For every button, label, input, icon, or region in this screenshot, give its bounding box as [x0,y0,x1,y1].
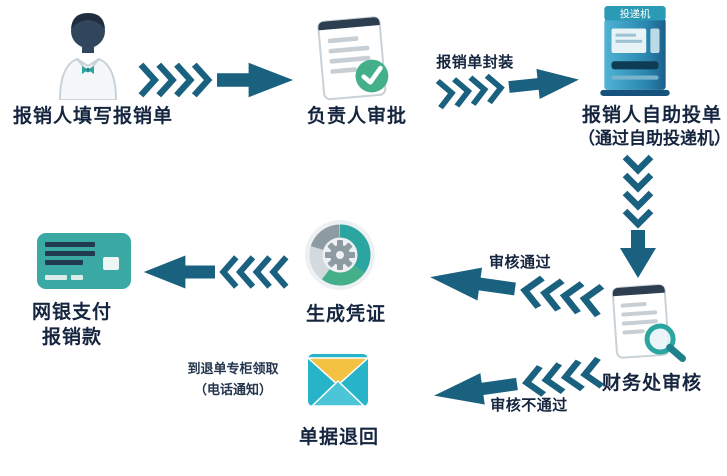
rejected-edge-label: 审核不通过 [490,397,568,414]
finance-label: 财务处审核 [601,373,702,394]
approver-label: 负责人审批 [306,106,407,127]
pie-gear-icon [303,218,377,292]
voucher-to-payment-arrow-icon [141,249,289,295]
approved-edge-label: 审核通过 [488,254,551,271]
envelope-icon [306,349,370,411]
document-magnifier-icon [603,279,689,368]
bank-card-icon [34,229,134,293]
person-icon [46,4,130,100]
return-note-line1: 到退单专柜领取 [187,361,279,376]
delivery-machine-icon: 投递机 [594,4,676,98]
return-label: 单据退回 [298,427,379,448]
applicant-to-approver-arrow-icon [138,56,296,104]
package-edge-label: 报销单封装 [436,54,514,71]
kiosk-label-line1: 报销人自助投单 [581,105,722,126]
applicant-label: 报销人填写报销单 [12,106,173,127]
machine-title-text: 投递机 [620,7,651,20]
kiosk-to-finance-arrow-icon [616,152,660,280]
voucher-label: 生成凭证 [305,304,386,325]
payment-label-line2: 报销款 [41,327,102,348]
return-note-line2: （电话通知） [193,382,272,397]
payment-label-line1: 网银支付 [31,302,112,323]
document-check-icon [310,13,399,106]
kiosk-label-line2: （通过自助投递机） [578,129,727,148]
